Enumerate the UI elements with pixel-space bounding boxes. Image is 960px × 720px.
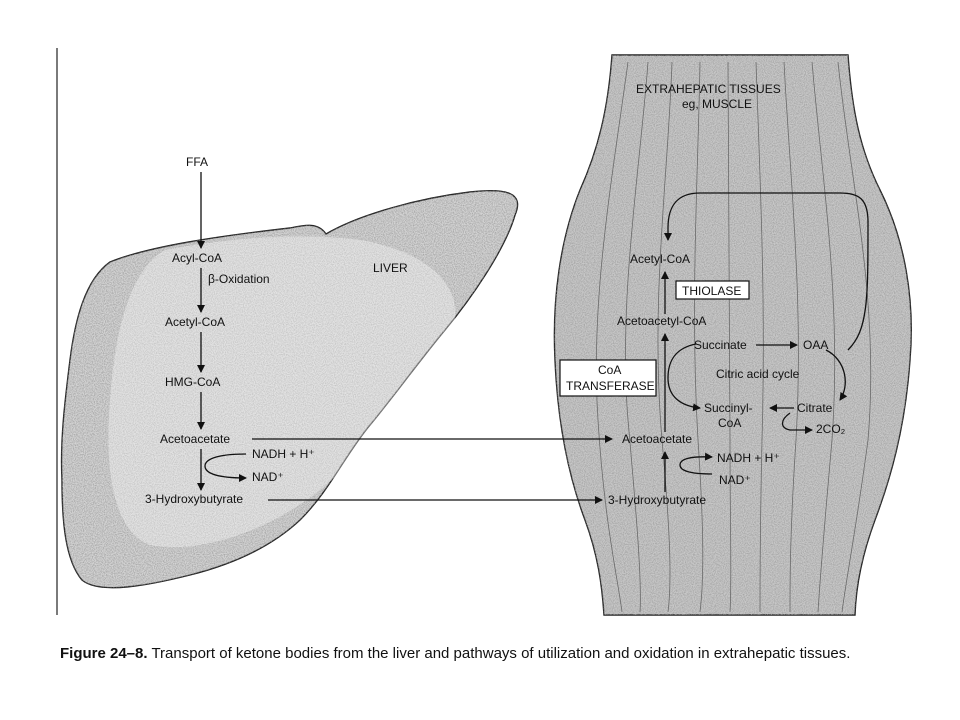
liver-hydroxybutyrate-label: 3-Hydroxybutyrate	[145, 492, 243, 506]
liver-ffa-label: FFA	[186, 155, 208, 169]
liver-acyl-coa-label: Acyl-CoA	[172, 251, 222, 265]
arrow-oaa-to-citrate	[825, 349, 848, 401]
thiolase-box	[675, 280, 750, 300]
tissue-oaa-label: OAA	[803, 338, 828, 352]
liver-hmg-coa-label: HMG-CoA	[165, 375, 220, 389]
tissue-pathway-arrows	[661, 271, 848, 492]
tissue-succinate-label: Succinate	[694, 338, 747, 352]
liver-title: LIVER	[373, 261, 408, 275]
tissue-hydroxybutyrate-label: 3-Hydroxybutyrate	[608, 493, 706, 507]
tissue-nadh-label: NADH + H⁺	[717, 451, 780, 465]
liver-beta-oxidation-label: β-Oxidation	[208, 272, 270, 286]
coa-transferase-line1: CoA	[598, 363, 621, 377]
liver-pathway-arrows	[197, 172, 247, 491]
liver-shape	[60, 189, 519, 589]
tissue-title-line2: eg, MUSCLE	[682, 97, 752, 111]
arrow-cycle-loop-right	[847, 221, 869, 351]
arrow-nadh-to-nad	[204, 453, 247, 482]
arrow-cycle-loop-to-acetyl	[664, 192, 869, 241]
figure-caption: Figure 24–8. Transport of ketone bodies …	[60, 645, 940, 662]
caption-text: Transport of ketone bodies from the live…	[147, 645, 851, 662]
arrow-succinate-to-succinyl	[667, 343, 701, 412]
tissue-acetyl-coa-label: Acetyl-CoA	[630, 252, 690, 266]
thiolase-label: THIOLASE	[682, 284, 741, 298]
liver-nad-label: NAD⁺	[252, 470, 284, 484]
coa-transferase-line2: TRANSFERASE	[566, 379, 655, 393]
muscle-tissue-shape	[553, 54, 912, 616]
figure-label: Figure 24–8.	[60, 645, 148, 662]
arrow-nad-to-nadh	[679, 452, 713, 475]
tissue-acetoacetyl-coa-label: Acetoacetyl-CoA	[617, 314, 706, 328]
coa-transferase-box	[559, 359, 657, 397]
liver-acetoacetate-label: Acetoacetate	[160, 432, 230, 446]
tissue-nad-label: NAD⁺	[719, 473, 751, 487]
tissue-succinyl-line1: Succinyl-	[704, 401, 753, 415]
liver-acetyl-coa-label: Acetyl-CoA	[165, 315, 225, 329]
tissue-citrate-label: Citrate	[797, 401, 833, 415]
tissue-title-line1: EXTRAHEPATIC TISSUES	[636, 82, 781, 96]
tissue-acetoacetate-label: Acetoacetate	[622, 432, 692, 446]
citric-acid-cycle-label: Citric acid cycle	[716, 367, 800, 381]
arrow-citrate-to-co2	[781, 412, 813, 434]
tissue-succinyl-line2: CoA	[718, 416, 741, 430]
liver-nadh-label: NADH + H⁺	[252, 447, 315, 461]
tissue-co2-label: 2CO₂	[816, 422, 846, 436]
muscle-fiber-lines	[595, 61, 872, 613]
